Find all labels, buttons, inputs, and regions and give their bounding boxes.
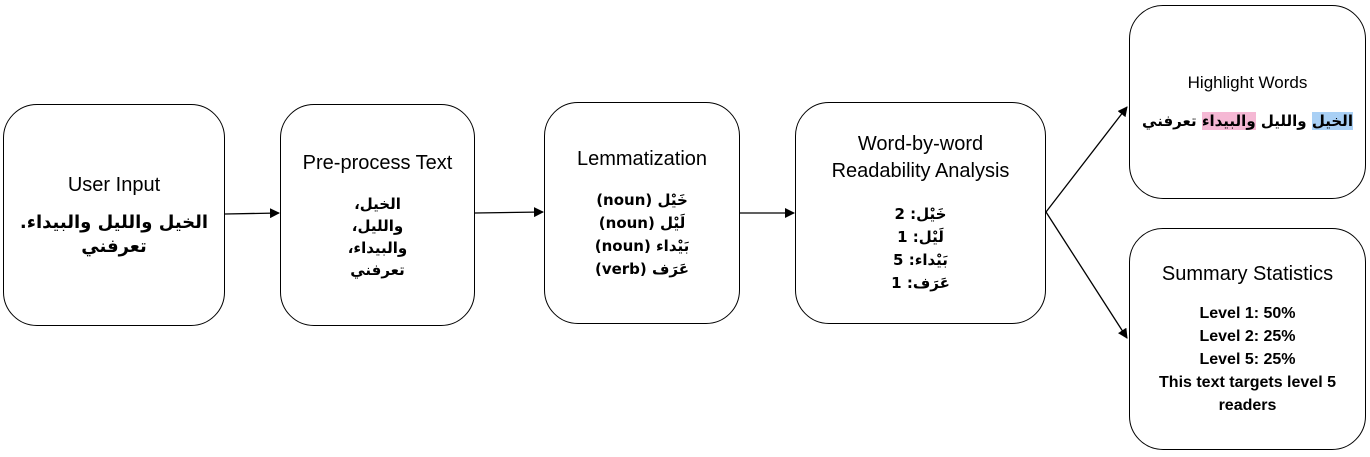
- highlight-title: Highlight Words: [1187, 73, 1308, 92]
- summary-stat: Level 5: 25%: [1199, 351, 1296, 368]
- arrow-input-to-preprocess: [224, 208, 280, 219]
- lemma-entry: لَيْل (noun): [598, 213, 686, 232]
- highlighted-word-level1: الخيل: [1311, 112, 1353, 130]
- readability-level: بَيْداء: 5: [893, 251, 948, 269]
- lemmatization-node: Lemmatization خَيْل (noun) لَيْل (noun) …: [544, 102, 740, 324]
- readability-level: عَرَف: 1: [891, 274, 950, 292]
- arrow-readability-to-highlight: [1045, 106, 1128, 213]
- user-input-text-line2: تعرفني: [81, 235, 147, 257]
- lemma-entry: عَرَف (verb): [594, 259, 690, 278]
- summary-stat: Level 2: 25%: [1199, 328, 1296, 345]
- highlighted-word-level5: والبيداء: [1201, 112, 1256, 130]
- preprocess-token: تعرفني: [350, 260, 405, 279]
- lemma-entry: بَيْداء (noun): [594, 236, 690, 255]
- readability-node: Word-by-word Readability Analysis خَيْل:…: [795, 102, 1046, 324]
- lemmatization-title: Lemmatization: [576, 147, 708, 170]
- highlight-word: والليل: [1260, 112, 1307, 130]
- arrow-preprocess-to-lemmatization: [474, 207, 544, 218]
- preprocess-token: الخيل،: [354, 194, 401, 213]
- preprocess-node: Pre-process Text الخيل، والليل، والبيداء…: [280, 104, 475, 326]
- preprocess-token: والليل،: [351, 216, 404, 235]
- user-input-text-line1: الخيل والليل والبيداء.: [19, 211, 209, 233]
- summary-node: Summary Statistics Level 1: 50% Level 2:…: [1129, 228, 1366, 450]
- preprocess-token: والبيداء،: [347, 238, 408, 257]
- highlighted-sentence: الخيل والليل والبيداء تعرفني: [1142, 110, 1353, 132]
- summary-stat: Level 1: 50%: [1199, 305, 1296, 322]
- preprocess-title: Pre-process Text: [302, 151, 453, 174]
- user-input-node: User Input الخيل والليل والبيداء. تعرفني: [3, 104, 225, 326]
- user-input-title: User Input: [67, 173, 161, 196]
- summary-conclusion-line2: readers: [1218, 397, 1277, 414]
- readability-level: خَيْل: 2: [894, 205, 947, 223]
- arrow-readability-to-summary: [1045, 211, 1128, 339]
- highlight-word: تعرفني: [1142, 112, 1197, 130]
- lemma-entry: خَيْل (noun): [596, 190, 688, 209]
- summary-conclusion-line1: This text targets level 5: [1159, 374, 1336, 391]
- readability-level: لَيْل: 1: [897, 228, 944, 246]
- readability-title-line2: Readability Analysis: [831, 160, 1010, 182]
- highlight-node: Highlight Words الخيل والليل والبيداء تع…: [1129, 5, 1366, 199]
- summary-title: Summary Statistics: [1161, 263, 1334, 285]
- readability-title-line1: Word-by-word: [857, 133, 984, 155]
